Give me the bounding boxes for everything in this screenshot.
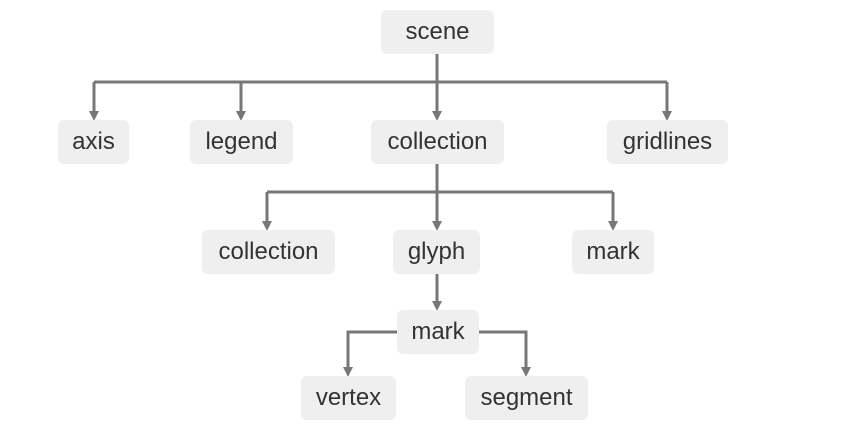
node-collection-child: collection	[202, 230, 335, 274]
edge-mark-vertex	[343, 330, 397, 377]
edge-scene-to-children	[94, 54, 667, 84]
node-legend: legend	[190, 120, 293, 164]
node-axis: axis	[58, 120, 129, 164]
node-vertex: vertex	[301, 376, 396, 420]
node-glyph: glyph	[393, 230, 480, 274]
node-collection-top: collection	[371, 120, 504, 164]
edge-mark-segment	[479, 330, 531, 377]
node-mark-child: mark	[572, 230, 654, 274]
node-mark-glyph-child: mark	[397, 310, 479, 354]
node-scene: scene	[381, 10, 494, 54]
node-gridlines: gridlines	[607, 120, 728, 164]
node-segment: segment	[465, 376, 588, 420]
edge-collection-to-children	[267, 164, 613, 194]
